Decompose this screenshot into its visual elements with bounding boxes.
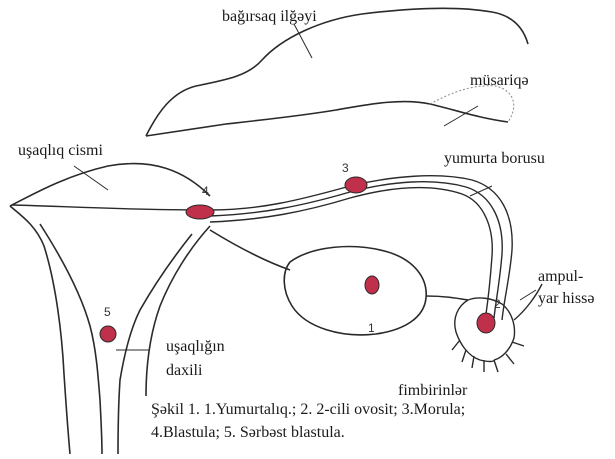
oviduct [12,176,512,320]
label-ampulla-1: ampul- [538,268,583,286]
caption-line-1: Şəkil 1. 1.Yumurtalıq.; 2. 2-cili ovosit… [151,398,611,421]
label-intestine: bağırsaq ilğəyi [222,8,317,26]
label-uterus-body: uşaqlıq cismi [18,142,103,160]
cells [100,177,495,342]
label-oviduct: yumurta borusu [444,150,545,168]
ovocyte-cell-ovary [365,276,379,294]
number-5: 5 [104,306,111,318]
free-blastula-cell [100,326,116,342]
mesentery [430,86,514,122]
label-uterine-cavity-1: uşaqlığın [166,338,225,356]
ovary [210,230,468,335]
caption-line-2: 4.Blastula; 5. Sərbəst blastula. [151,421,611,444]
number-2: 2 [494,298,501,310]
label-uterine-cavity-2: daxili [166,362,202,380]
label-ampulla-2: yar hissə [538,290,594,308]
number-3: 3 [342,162,349,174]
number-1: 1 [368,322,375,334]
figure-caption: Şəkil 1. 1.Yumurtalıq.; 2. 2-cili ovosit… [151,398,611,444]
number-4: 4 [202,185,209,197]
morula-cell [345,177,367,193]
label-mesentery: müsariqə [470,72,529,90]
blastula-cell [186,205,214,219]
ovocyte-cell-ampulla [477,313,495,333]
